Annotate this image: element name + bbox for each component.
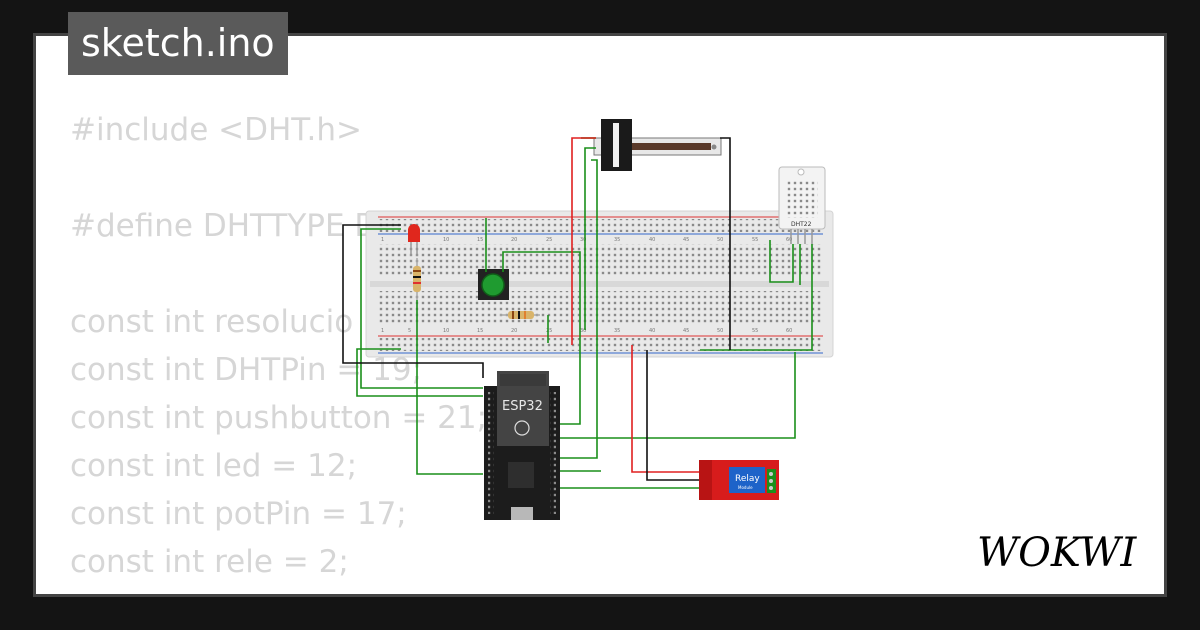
column-number: 25 xyxy=(546,328,552,334)
red-led[interactable] xyxy=(408,224,420,256)
column-number: 50 xyxy=(717,237,723,243)
code-line: const int led = 12; xyxy=(70,448,358,484)
column-number: 35 xyxy=(614,328,620,334)
column-number: 20 xyxy=(511,328,517,334)
code-listing: #include <DHT.h> #define DHTTYPE DHT22 c… xyxy=(70,106,506,594)
column-numbers-bottom: 1 5 10 15 20 25 30 35 40 45 50 55 60 xyxy=(381,328,792,334)
relay-module[interactable]: Relay Module xyxy=(699,460,779,500)
column-number: 25 xyxy=(546,237,552,243)
column-number: 45 xyxy=(683,237,689,243)
mcu-label: ESP32 xyxy=(502,399,543,414)
column-number: 55 xyxy=(752,237,758,243)
column-number: 60 xyxy=(786,328,792,334)
preview-card: #include <DHT.h> #define DHTTYPE DHT22 c… xyxy=(33,33,1167,597)
code-line: const int potPin = 17; xyxy=(70,496,407,532)
resistor-led xyxy=(413,258,421,300)
column-number: 5 xyxy=(408,328,411,334)
column-number: 35 xyxy=(614,237,620,243)
column-number: 40 xyxy=(649,237,655,243)
wires-red xyxy=(571,137,700,473)
column-number: 55 xyxy=(752,328,758,334)
pushbutton[interactable] xyxy=(478,269,509,300)
code-line: const int pushbutton = 21; xyxy=(70,400,488,436)
column-number: 30 xyxy=(580,237,586,243)
breadboard: 1 5 10 15 20 25 30 35 40 45 50 55 60 1 5… xyxy=(365,210,834,358)
dht22-sensor[interactable]: DHT22 xyxy=(778,166,826,244)
code-line: #include <DHT.h> xyxy=(70,112,363,148)
wires-black xyxy=(342,137,731,481)
relay-label: Relay xyxy=(735,474,760,484)
column-number: 10 xyxy=(443,237,449,243)
column-number: 30 xyxy=(580,328,586,334)
column-number: 20 xyxy=(511,237,517,243)
column-number: 45 xyxy=(683,328,689,334)
slide-potentiometer[interactable] xyxy=(593,119,722,171)
relay-sub-label: Module xyxy=(738,485,753,490)
code-line: const int DHTPin = 19; xyxy=(70,352,423,388)
wires-green xyxy=(356,137,813,489)
column-number: 10 xyxy=(443,328,449,334)
column-number: 15 xyxy=(477,237,483,243)
column-number: 40 xyxy=(649,328,655,334)
column-number: 60 xyxy=(786,237,792,243)
column-number: 1 xyxy=(381,328,384,334)
file-tab[interactable]: sketch.ino xyxy=(68,12,288,75)
wokwi-logo: WOKWI xyxy=(977,530,1137,576)
code-line: const int rele = 2; xyxy=(70,544,349,580)
column-number: 50 xyxy=(717,328,723,334)
column-number: 1 xyxy=(381,237,384,243)
sensor-label: DHT22 xyxy=(791,221,812,228)
column-number: 15 xyxy=(477,328,483,334)
code-line: DHT dht(DHTPin, DHTTYPE); xyxy=(70,586,506,594)
resistor-button xyxy=(500,311,540,319)
svg-text:WOKWI: WOKWI xyxy=(977,530,1137,576)
esp32-board[interactable]: ESP32 xyxy=(484,371,560,520)
